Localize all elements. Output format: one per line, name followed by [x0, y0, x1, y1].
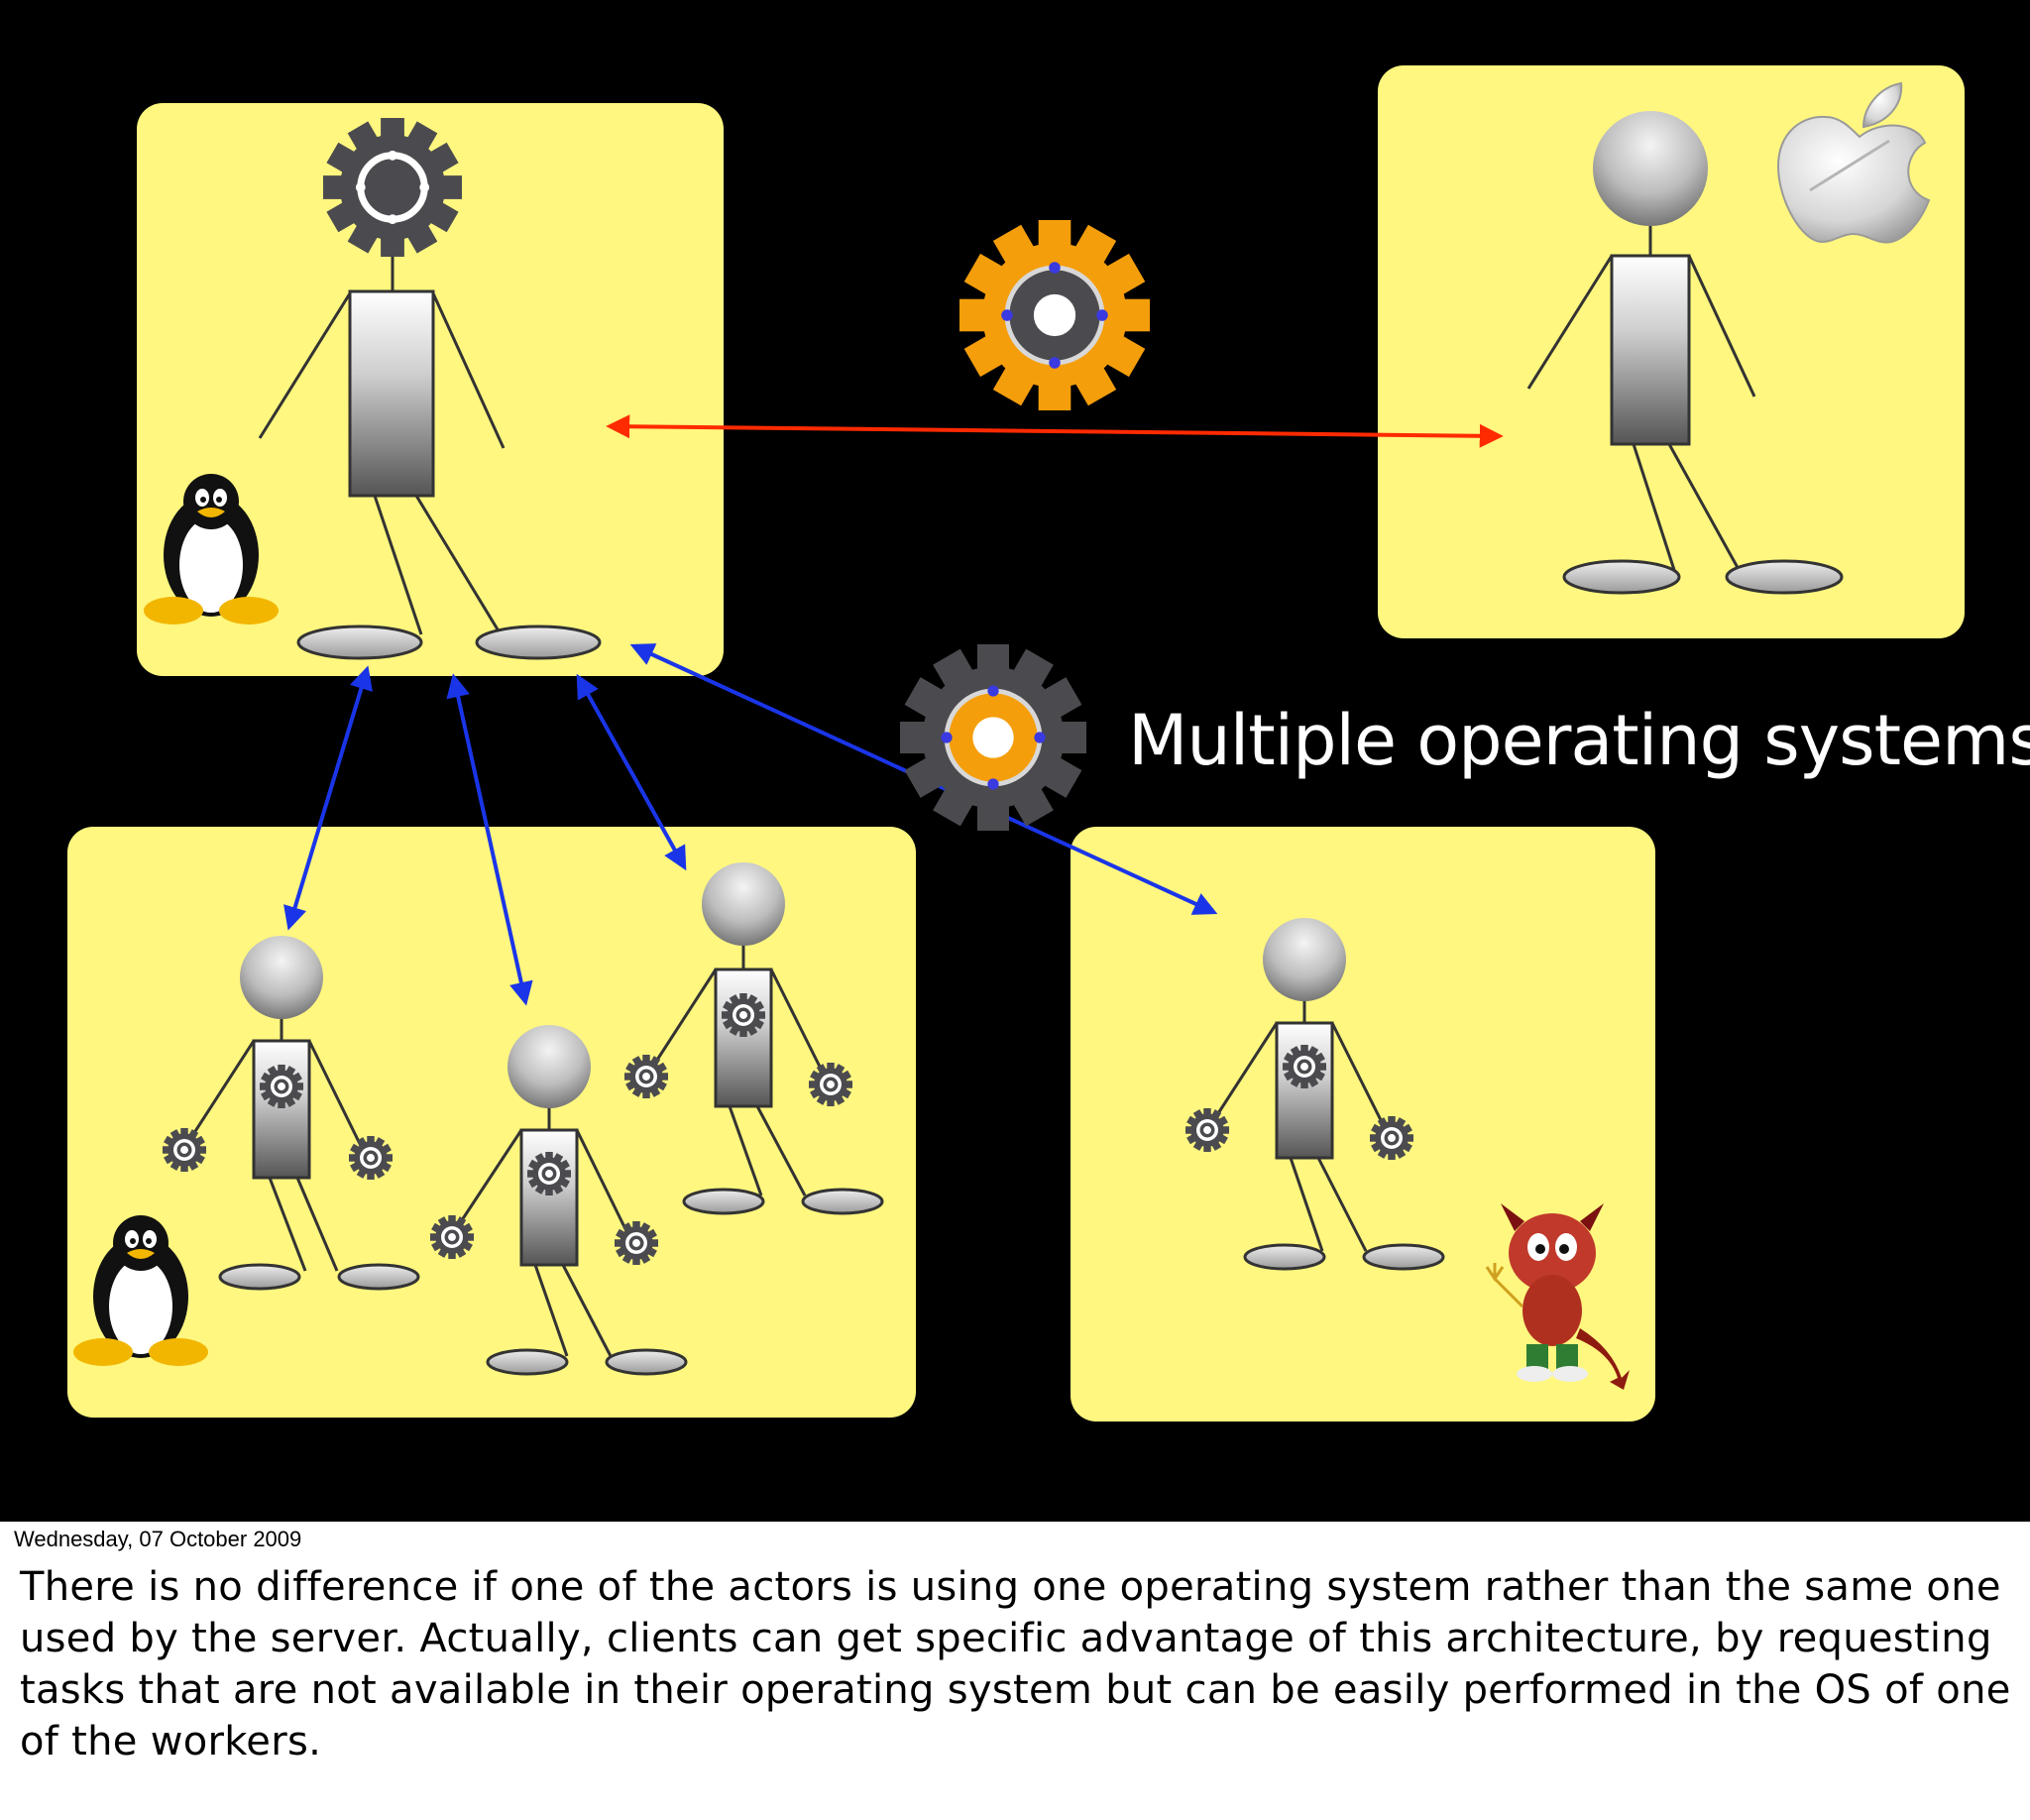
- architecture-diagram: [67, 65, 1965, 1422]
- worker-1-arrow: [283, 665, 373, 931]
- apple-logo-icon: [1776, 81, 1931, 244]
- worker-actor-2: [454, 1025, 688, 1376]
- tux-penguin-icon: [73, 1215, 208, 1366]
- server-actor: [258, 250, 602, 660]
- speaker-notes: There is no difference if one of the act…: [20, 1564, 2011, 1764]
- slide-title: Multiple operating systems: [1128, 700, 2030, 781]
- gear-icon: [323, 118, 462, 257]
- worker-2-arrow: [446, 673, 533, 1006]
- gear-icon: [900, 644, 1086, 831]
- presentation-slide: Multiple operating systems: [0, 0, 2030, 1522]
- freebsd-worker-actor: [1209, 918, 1445, 1271]
- freebsd-daemon-icon: [1485, 1203, 1630, 1390]
- mac-client-actor: [1526, 111, 1844, 595]
- notes-date: Wednesday, 07 October 2009: [14, 1527, 302, 1551]
- linux-workers-panel: [67, 827, 916, 1418]
- worker-actor-1: [186, 936, 420, 1291]
- freebsd-worker-panel: [1071, 827, 1655, 1422]
- client-server-arrow: [606, 414, 1504, 448]
- tux-penguin-icon: [144, 474, 279, 625]
- gear-icon: [959, 220, 1150, 410]
